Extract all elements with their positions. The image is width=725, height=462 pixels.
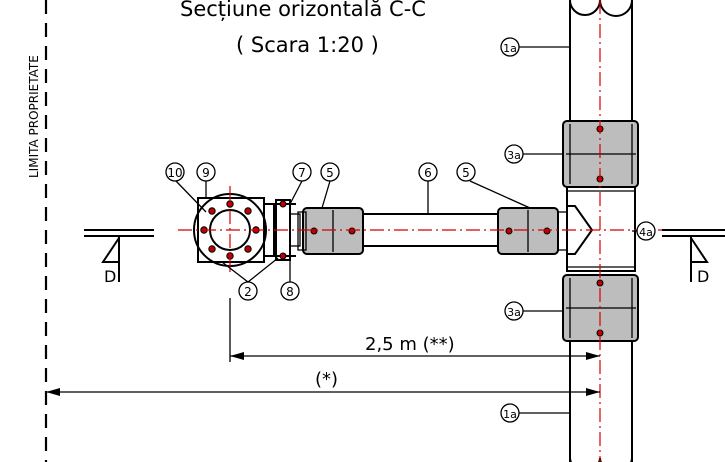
label-2: 2 <box>221 257 279 301</box>
label-8: 8 <box>280 260 300 301</box>
dimension-label-b: (*) <box>315 369 338 390</box>
label-1a-top: 1a <box>500 37 570 57</box>
label-5-left: 5 <box>320 162 340 209</box>
svg-text:3a: 3a <box>507 306 521 319</box>
svg-text:D: D <box>697 267 709 286</box>
label-3a-top: 3a <box>504 144 563 164</box>
branch-pipe <box>360 213 500 247</box>
drawing-title: Secțiune orizontală C-C <box>180 0 426 21</box>
svg-text:7: 7 <box>298 166 306 180</box>
tee-fitting <box>566 186 636 272</box>
main-pipe <box>569 0 633 462</box>
svg-text:8: 8 <box>286 285 294 299</box>
svg-text:9: 9 <box>202 166 210 180</box>
svg-text:10: 10 <box>167 166 182 180</box>
label-4a: 4a <box>632 221 656 241</box>
property-limit-label: LIMITA PROPRIETATE <box>27 55 41 178</box>
coupler-right <box>497 207 568 255</box>
label-9: 9 <box>196 162 216 198</box>
dimension-label-a: 2,5 m (**) <box>365 334 455 355</box>
label-3a-bottom: 3a <box>504 301 563 321</box>
label-7: 7 <box>289 162 312 205</box>
svg-text:5: 5 <box>326 166 334 180</box>
dimension-2-5m: 2,5 m (**) <box>229 298 600 362</box>
section-mark-left: D <box>84 229 154 286</box>
svg-text:6: 6 <box>424 166 432 180</box>
label-10: 10 <box>165 162 207 213</box>
label-6: 6 <box>418 162 438 214</box>
svg-text:5: 5 <box>462 166 470 180</box>
drawing-scale: ( Scara 1:20 ) <box>236 33 379 57</box>
svg-text:2: 2 <box>244 285 252 299</box>
coupler-left <box>297 207 364 255</box>
svg-text:1a: 1a <box>503 408 517 421</box>
dimension-limit: (*) <box>46 369 600 396</box>
label-1a-bottom: 1a <box>500 403 570 423</box>
svg-text:4a: 4a <box>639 226 653 239</box>
svg-text:D: D <box>104 267 116 286</box>
svg-text:1a: 1a <box>503 42 517 55</box>
section-mark-right: D <box>662 229 725 286</box>
label-5-right: 5 <box>456 162 531 209</box>
svg-text:3a: 3a <box>507 149 521 162</box>
